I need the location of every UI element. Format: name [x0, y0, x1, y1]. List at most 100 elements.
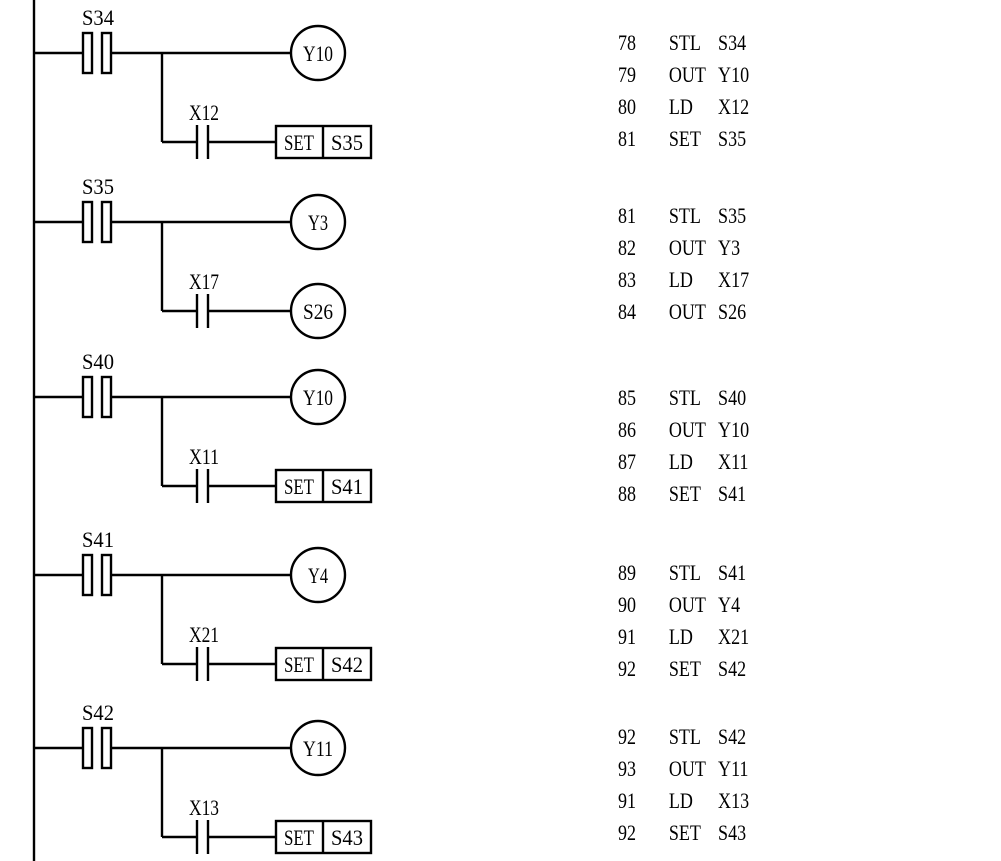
set-target-label: S41 — [331, 474, 363, 499]
stl-contact-right-bar — [100, 31, 113, 75]
step-number: 80 — [618, 94, 637, 119]
opcode: SET — [668, 820, 701, 845]
opcode: LD — [668, 449, 693, 474]
opcode: LD — [668, 624, 693, 649]
stl-contact-label: S40 — [82, 349, 114, 374]
step-number: 88 — [618, 481, 637, 506]
set-target-label: S43 — [331, 825, 363, 850]
opcode: SET — [668, 656, 701, 681]
stl-contact-right-bar — [100, 726, 113, 770]
operand: Y10 — [718, 417, 750, 442]
operand: S43 — [718, 820, 747, 845]
step-number: 92 — [618, 820, 637, 845]
stl-contact-right-bar — [100, 200, 113, 244]
set-op-label: SET — [284, 825, 314, 850]
output-coil-label: Y4 — [308, 563, 328, 588]
operand: S34 — [718, 30, 747, 55]
operand: X17 — [718, 267, 750, 292]
output-coil-label: Y3 — [308, 210, 328, 235]
output-coil-label: Y10 — [303, 385, 333, 410]
set-op-label: SET — [284, 474, 314, 499]
step-number: 91 — [618, 624, 637, 649]
opcode: LD — [668, 788, 693, 813]
output-coil-label: Y10 — [303, 41, 333, 66]
output-coil — [289, 193, 347, 251]
step-number: 90 — [618, 592, 637, 617]
stl-contact-left-bar — [81, 375, 94, 419]
step-number: 86 — [618, 417, 637, 442]
stl-contact-right-bar — [100, 375, 113, 419]
output-coil — [289, 368, 347, 426]
opcode: SET — [668, 481, 701, 506]
stl-contact-label: S34 — [82, 5, 114, 30]
step-number: 89 — [618, 560, 637, 585]
step-number: 84 — [618, 299, 637, 324]
step-number: 78 — [618, 30, 637, 55]
operand: X21 — [718, 624, 750, 649]
condition-contact-label: X21 — [189, 622, 219, 647]
operand: S41 — [718, 481, 747, 506]
output-coil — [289, 546, 347, 604]
operand: S40 — [718, 385, 747, 410]
opcode: STL — [668, 203, 701, 228]
opcode: OUT — [668, 592, 706, 617]
stl-contact-right-bar — [100, 553, 113, 597]
opcode: OUT — [668, 756, 706, 781]
set-op-label: SET — [284, 652, 314, 677]
opcode: LD — [668, 94, 693, 119]
stl-contact-left-bar — [81, 553, 94, 597]
set-op-label: SET — [284, 130, 314, 155]
stl-contact-label: S35 — [82, 174, 114, 199]
branch-output-coil-label: S26 — [303, 299, 333, 324]
stl-contact-label: S42 — [82, 700, 114, 725]
stl-contact-label: S41 — [82, 527, 114, 552]
stl-contact-left-bar — [81, 31, 94, 75]
operand: S42 — [718, 656, 747, 681]
operand: Y4 — [718, 592, 741, 617]
operand: S42 — [718, 724, 747, 749]
step-number: 79 — [618, 62, 637, 87]
operand: X11 — [718, 449, 749, 474]
opcode: LD — [668, 267, 693, 292]
operand: Y11 — [718, 756, 749, 781]
condition-contact-label: X11 — [189, 444, 219, 469]
opcode: STL — [668, 724, 701, 749]
stl-contact-left-bar — [81, 726, 94, 770]
stl-contact-left-bar — [81, 200, 94, 244]
condition-contact-label: X17 — [189, 269, 219, 294]
opcode: STL — [668, 30, 701, 55]
step-number: 81 — [618, 203, 637, 228]
opcode: OUT — [668, 417, 706, 442]
opcode: STL — [668, 385, 701, 410]
step-number: 82 — [618, 235, 637, 260]
condition-contact-label: X13 — [189, 795, 219, 820]
step-number: 92 — [618, 724, 637, 749]
operand: S35 — [718, 203, 747, 228]
step-number: 85 — [618, 385, 637, 410]
opcode: OUT — [668, 299, 706, 324]
output-coil — [289, 24, 347, 82]
opcode: OUT — [668, 235, 706, 260]
step-number: 83 — [618, 267, 637, 292]
operand: Y3 — [718, 235, 741, 260]
opcode: SET — [668, 126, 701, 151]
branch-output-coil — [289, 282, 347, 340]
set-target-label: S42 — [331, 652, 363, 677]
operand: S35 — [718, 126, 747, 151]
operand: S41 — [718, 560, 747, 585]
step-number: 87 — [618, 449, 637, 474]
output-coil-label: Y11 — [303, 736, 333, 761]
opcode: OUT — [668, 62, 706, 87]
operand: X12 — [718, 94, 750, 119]
condition-contact-label: X12 — [189, 100, 219, 125]
operand: Y10 — [718, 62, 750, 87]
operand: S26 — [718, 299, 747, 324]
step-number: 81 — [618, 126, 637, 151]
step-number: 91 — [618, 788, 637, 813]
